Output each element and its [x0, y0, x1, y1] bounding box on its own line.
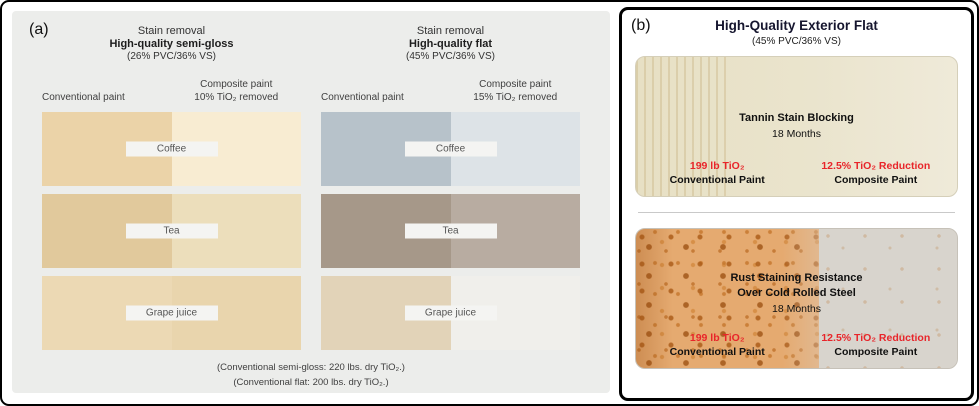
conventional-tio2-amount: 199 lb TiO₂: [689, 159, 745, 172]
composite-paint-name: Composite Paint: [834, 173, 918, 186]
column-headers: Conventional paint Composite paint 10% T…: [42, 74, 301, 104]
composite-tio2-reduction: 12.5% TiO₂ Reduction: [821, 331, 931, 344]
tannin-card-text: Tannin Stain Blocking 18 Months: [636, 111, 957, 140]
swatch-label-chip: Grape juice: [404, 305, 497, 321]
rust-conventional-half: [636, 229, 819, 368]
rust-card-text: Rust Staining Resistance Over Cold Rolle…: [636, 271, 957, 315]
panel-b-label: (b): [631, 17, 651, 34]
swatch-label-chip: Grape juice: [125, 305, 218, 321]
panel-a: (a) Stain removal High-quality semi-glos…: [12, 11, 610, 393]
swatch-tea: Tea: [42, 194, 301, 268]
tannin-card-labels: 199 lb TiO₂ Conventional Paint 12.5% TiO…: [636, 159, 957, 187]
conventional-paint-label: 199 lb TiO₂ Conventional Paint: [644, 331, 790, 359]
card-divider: [638, 212, 955, 213]
column-conventional-paint: Conventional paint: [42, 92, 125, 103]
group-flat: Stain removal High-quality flat (45% PVC…: [321, 25, 580, 350]
swatch-coffee: Coffee: [42, 112, 301, 186]
group-formulation: (26% PVC/36% VS): [127, 51, 216, 62]
rust-card-title-line1: Rust Staining Resistance: [730, 272, 863, 284]
swatch-tea: Tea: [321, 194, 580, 268]
swatch-label-chip: Coffee: [125, 141, 218, 157]
column-composite-paint: Composite paint 10% TiO₂ removed: [172, 78, 302, 104]
composite-paint-name: Composite Paint: [834, 345, 918, 358]
footnotes: (Conventional semi-gloss: 220 lbs. dry T…: [12, 360, 610, 390]
rust-card-duration: 18 Months: [771, 302, 822, 315]
panel-a-label: (a): [29, 21, 49, 38]
swatch-grape-juice: Grape juice: [321, 276, 580, 350]
column-headers: Conventional paint Composite paint 15% T…: [321, 74, 580, 104]
group-formulation: (45% PVC/36% VS): [406, 51, 495, 62]
composite-paint-line1: Composite paint: [200, 79, 273, 90]
group-subtitle: High-quality flat: [408, 38, 493, 50]
tannin-card-duration: 18 Months: [771, 127, 822, 140]
group-semi-gloss: Stain removal High-quality semi-gloss (2…: [42, 25, 301, 350]
conventional-paint-name: Conventional Paint: [669, 345, 765, 358]
tannin-card-title: Tannin Stain Blocking: [739, 112, 854, 124]
footnote-semi-gloss: (Conventional semi-gloss: 220 lbs. dry T…: [217, 362, 405, 373]
conventional-tio2-amount: 199 lb TiO₂: [689, 331, 745, 344]
rust-composite-half: [818, 229, 957, 368]
composite-tio2-reduction: 12.5% TiO₂ Reduction: [821, 159, 931, 172]
rust-card-labels: 199 lb TiO₂ Conventional Paint 12.5% TiO…: [636, 331, 957, 359]
rust-card-title-line2: Over Cold Rolled Steel: [737, 286, 856, 299]
column-conventional-paint: Conventional paint: [321, 92, 404, 103]
panel-b-title: High-Quality Exterior Flat: [715, 18, 878, 33]
swatch-label-chip: Tea: [404, 223, 497, 239]
composite-paint-label: 12.5% TiO₂ Reduction Composite Paint: [803, 159, 949, 187]
panel-b: (b) High-Quality Exterior Flat (45% PVC/…: [619, 7, 974, 401]
composite-paint-line2: 10% TiO₂ removed: [194, 92, 279, 103]
composite-paint-line1: Composite paint: [479, 79, 552, 90]
composite-paint-line2: 15% TiO₂ removed: [473, 92, 558, 103]
panel-b-subtitle: (45% PVC/36% VS): [752, 36, 841, 47]
group-title: Stain removal: [137, 25, 206, 37]
swatch-grape-juice: Grape juice: [42, 276, 301, 350]
group-subtitle: High-quality semi-gloss: [109, 38, 234, 50]
composite-paint-label: 12.5% TiO₂ Reduction Composite Paint: [803, 331, 949, 359]
stain-removal-groups: Stain removal High-quality semi-gloss (2…: [12, 11, 610, 350]
conventional-paint-name: Conventional Paint: [669, 173, 765, 186]
swatch-label-chip: Coffee: [404, 141, 497, 157]
swatch-label-chip: Tea: [125, 223, 218, 239]
conventional-paint-label: 199 lb TiO₂ Conventional Paint: [644, 159, 790, 187]
group-title: Stain removal: [416, 25, 485, 37]
footnote-flat: (Conventional flat: 200 lbs. dry TiO₂.): [233, 377, 389, 389]
rust-stain-card: Rust Staining Resistance Over Cold Rolle…: [635, 228, 958, 369]
column-composite-paint: Composite paint 15% TiO₂ removed: [451, 78, 581, 104]
swatch-coffee: Coffee: [321, 112, 580, 186]
tannin-stain-card: Tannin Stain Blocking 18 Months 199 lb T…: [635, 56, 958, 197]
